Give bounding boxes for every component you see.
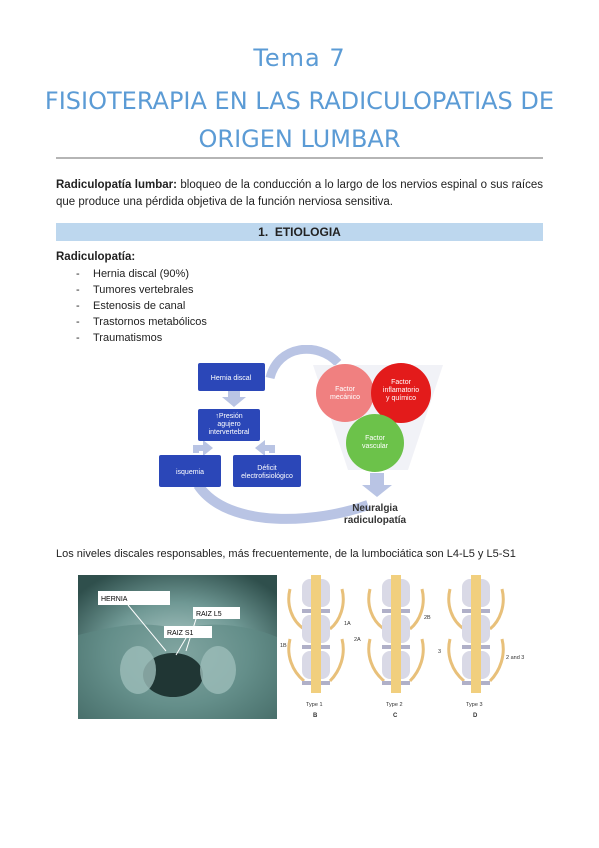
mri-structure <box>120 646 156 694</box>
result-label: radiculopatía <box>344 515 407 526</box>
hernia-discal-label: Hernia discal <box>211 375 252 382</box>
mri-image: HERNIA RAIZ L5 RAIZ S1 <box>78 575 277 719</box>
factor-mecanico-label: Factor <box>335 386 356 393</box>
disc-levels-note: Los niveles discales responsables, más f… <box>56 548 516 560</box>
pointer-line <box>127 604 167 652</box>
factor-inflamatorio-label: y químico <box>386 395 416 402</box>
down-arrow <box>222 389 246 407</box>
factor-mecanico-circle <box>316 364 374 422</box>
section-heading: 1. ETIOLOGIA <box>56 223 543 241</box>
hernia-label-box <box>98 591 170 605</box>
type-label: Type 1 <box>306 702 323 708</box>
panel-letter: D <box>473 713 478 719</box>
split-arrow <box>255 440 275 456</box>
section-title: ETIOLOGIA <box>274 225 341 239</box>
spine-illustration: 1A 1B 2A 2B 3 2 and 3 Type 1 Type 2 Type… <box>280 575 524 719</box>
spine-column <box>447 575 505 693</box>
list-item: Trastornos metabólicos <box>76 314 207 330</box>
panel-letter: C <box>393 713 398 719</box>
result-label: Neuralgia <box>352 503 398 514</box>
list-item: Hernia discal (90%) <box>76 266 207 282</box>
definition-paragraph: Radiculopatía lumbar: bloqueo de la cond… <box>56 177 543 211</box>
page-title: FISIOTERAPIA EN LAS RADICULOPATIAS DE OR… <box>44 87 555 153</box>
radiculopathy-heading: Radiculopatía: <box>56 251 136 263</box>
split-arrow <box>193 440 213 456</box>
spine-column <box>287 575 345 693</box>
factor-inflamatorio-circle <box>371 363 431 423</box>
mri-disc <box>143 653 203 697</box>
factor-inflamatorio-label: inflamatorio <box>383 387 419 394</box>
hernia-discal-box <box>198 363 265 391</box>
list-item: Estenosis de canal <box>76 298 207 314</box>
section-number: 1. <box>258 225 269 239</box>
pointer-line <box>185 618 197 652</box>
definition-term: Radiculopatía lumbar: <box>56 179 177 191</box>
raiz-l5-label-box <box>193 607 240 619</box>
raiz-s1-label: RAIZ S1 <box>167 630 194 637</box>
marker-2-and-3: 2 and 3 <box>506 655 524 661</box>
raiz-l5-label: RAIZ L5 <box>196 611 222 618</box>
factor-vascular-label: Factor <box>365 435 386 442</box>
topic-heading: Tema 7 <box>253 44 346 72</box>
pathophysiology-diagram: Factor mecánico Factor inflamatorio y qu… <box>159 345 443 526</box>
presion-label: agujero <box>217 421 240 428</box>
deficit-label: Déficit <box>257 465 277 472</box>
type-label: Type 2 <box>386 702 403 708</box>
deficit-label: electrofisiológico <box>241 473 293 480</box>
curve-arrow-top <box>265 345 342 380</box>
title-divider <box>56 157 543 159</box>
isquemia-label: isquemia <box>176 469 204 476</box>
presion-box <box>198 409 260 441</box>
presion-label: intervertebral <box>209 429 250 436</box>
panel-letter: B <box>313 713 318 719</box>
marker-1b: 1B <box>280 643 287 649</box>
presion-label: ↑Presión <box>215 413 242 420</box>
mri-structure <box>200 646 236 694</box>
list-item: Traumatismos <box>76 330 207 346</box>
isquemia-box <box>159 455 221 487</box>
definition-text: bloqueo de la conducción a lo largo de l… <box>56 179 543 208</box>
list-item: Tumores vertebrales <box>76 282 207 298</box>
raiz-s1-label-box <box>164 626 212 638</box>
type-label: Type 3 <box>466 702 483 708</box>
funnel-arrow <box>362 473 392 497</box>
deficit-box <box>233 455 301 487</box>
pointer-line <box>175 637 187 656</box>
marker-3: 3 <box>438 649 441 655</box>
curve-arrow-bottom <box>193 481 370 524</box>
factor-inflamatorio-label: Factor <box>391 379 412 386</box>
spine-column <box>367 575 425 693</box>
marker-1a: 1A <box>344 621 351 627</box>
factor-vascular-label: vascular <box>362 443 389 450</box>
factor-vascular-circle <box>346 414 404 472</box>
marker-2a: 2A <box>354 637 361 643</box>
marker-2b: 2B <box>424 615 431 621</box>
factor-mecanico-label: mecánico <box>330 394 360 401</box>
hernia-label: HERNIA <box>101 596 128 603</box>
causes-list: Hernia discal (90%) Tumores vertebrales … <box>76 266 207 346</box>
